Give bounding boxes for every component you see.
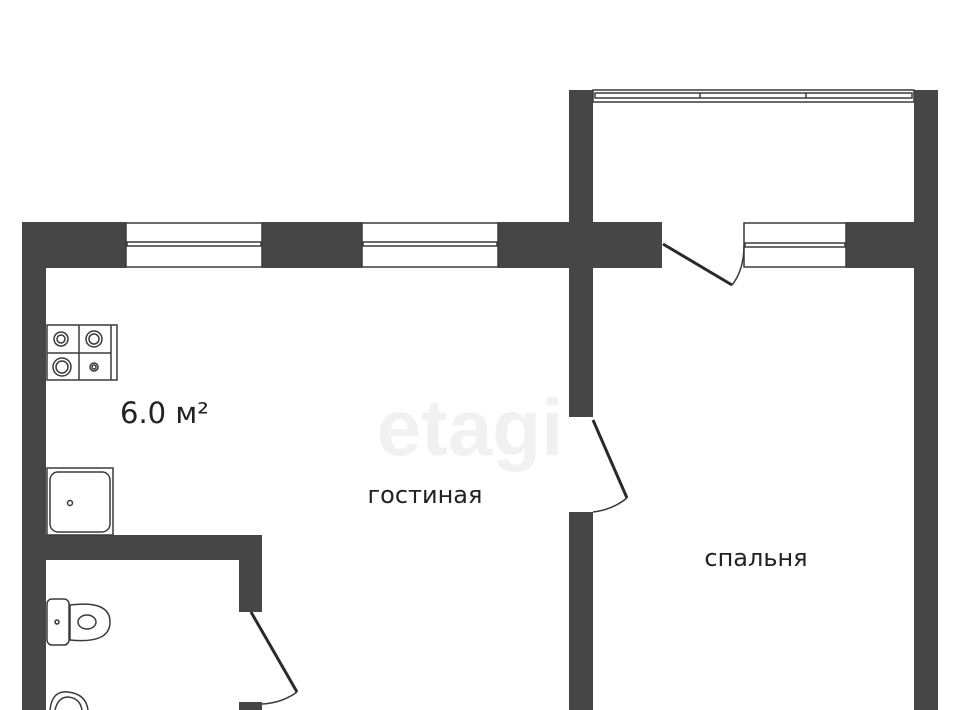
bathroom-door (249, 611, 299, 705)
kitchen-sink-icon (46, 467, 114, 536)
balcony-window (592, 89, 915, 103)
wall (569, 90, 593, 417)
toilet-icon (46, 598, 111, 646)
wall (22, 222, 46, 710)
watermark: etagi (377, 383, 564, 472)
living-room-label: гостиная (368, 481, 483, 509)
bathroom-sink-icon (49, 691, 89, 710)
windows (125, 89, 915, 268)
wall (914, 90, 938, 710)
stove-icon (46, 324, 118, 381)
doors (249, 242, 745, 705)
balcony-door (662, 242, 745, 287)
wall (239, 702, 262, 710)
walls (22, 90, 938, 710)
kitchen-area-label: 6.0 м² (120, 396, 209, 430)
bedroom-door (591, 419, 629, 513)
wall (569, 512, 593, 710)
wall (46, 535, 262, 560)
window (361, 222, 499, 268)
wall (239, 535, 262, 612)
bedroom-label: спальня (704, 544, 807, 572)
wall (262, 222, 362, 268)
window (743, 222, 847, 268)
window (125, 222, 263, 268)
